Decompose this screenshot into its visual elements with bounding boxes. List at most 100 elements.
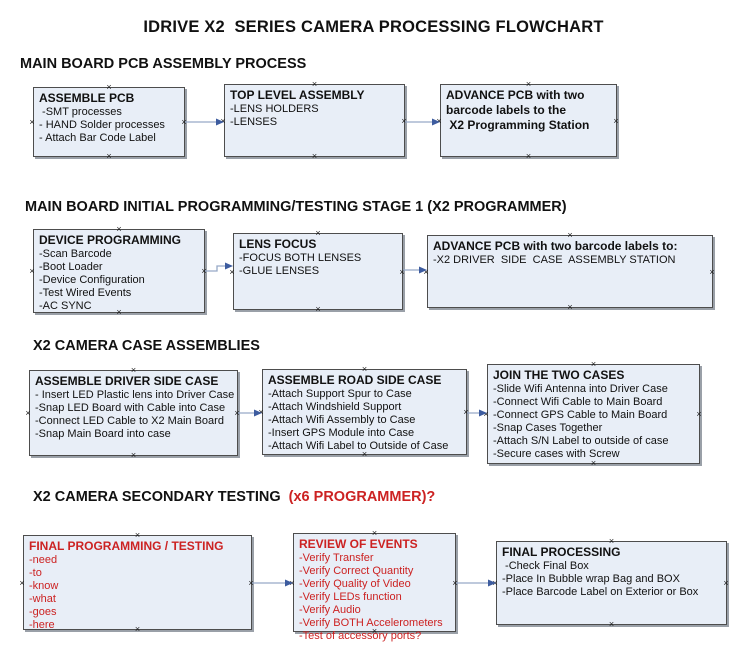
box-item: -Place Barcode Label on Exterior or Box [502, 586, 699, 598]
connector-handle-icon: × [709, 266, 715, 277]
section-heading-main-text: X2 CAMERA SECONDARY TESTING [33, 489, 285, 505]
connector-handle-icon: × [423, 266, 429, 277]
box-item: -GLUE LENSES [239, 265, 320, 277]
flow-box-final-programming-testing: × × × × FINAL PROGRAMMING / TESTING -nee… [19, 531, 254, 634]
connector-handle-icon: × [130, 450, 137, 460]
box-title: ASSEMBLE PCB [39, 91, 135, 105]
box-item: - Insert LED Plastic lens into Driver Ca… [35, 389, 235, 401]
box-item: -Verify Audio [299, 604, 361, 616]
box-item: -Snap Main Board into case [35, 428, 171, 440]
box-title: ADVANCE PCB with two barcode labels to t… [446, 88, 590, 132]
box-item: -SMT processes [39, 106, 122, 118]
flow-box-lens-focus: × × × × LENS FOCUS -FOCUS BOTH LENSES -G… [229, 229, 405, 314]
connector-handle-icon: × [525, 151, 532, 161]
connector-handle-icon: × [116, 307, 122, 317]
box-item: - HAND Solder processes [39, 119, 165, 131]
connector-handle-icon: × [311, 151, 318, 161]
flow-box-assemble-pcb: × × × × ASSEMBLE PCB -SMT processes - HA… [29, 83, 186, 161]
box-item: -Verify BOTH Accelerometers [299, 617, 443, 629]
box-item: -Boot Loader [39, 261, 103, 273]
connector-handle-icon: × [130, 365, 137, 375]
box-item: -Verify Transfer [299, 552, 374, 564]
box-item: -Snap LED Board with Cable into Case [35, 402, 226, 414]
box-item: -Verify Quality of Video [299, 578, 411, 590]
box-item: -Verify Correct Quantity [299, 565, 414, 577]
connector-handle-icon: × [452, 577, 458, 588]
connector-handle-icon: × [361, 364, 368, 374]
flow-box-final-processing: × × × × FINAL PROCESSING -Check Final Bo… [492, 537, 728, 629]
box-item: -Scan Barcode [39, 248, 112, 260]
connector-handle-icon: × [436, 115, 442, 126]
connector-handle-icon: × [483, 409, 489, 419]
connector-handle-icon: × [696, 409, 702, 419]
box-item: -Connect GPS Cable to Main Board [493, 409, 668, 421]
box-item: -LENS HOLDERS [230, 103, 319, 115]
connector-handle-icon: × [613, 115, 619, 126]
connector-handle-icon: × [25, 408, 31, 418]
box-item: -Snap Cases Together [493, 422, 603, 434]
connector-handle-icon: × [220, 115, 226, 126]
box-item: -goes [29, 606, 57, 618]
box-item: -here [29, 619, 55, 631]
connector-handle-icon: × [463, 407, 469, 417]
box-title: ASSEMBLE DRIVER SIDE CASE [35, 374, 219, 388]
box-title: FINAL PROCESSING [502, 545, 621, 559]
connector-handle-icon: × [116, 224, 122, 234]
connector-handle-icon: × [29, 117, 35, 127]
box-item: -Place In Bubble wrap Bag and BOX [502, 573, 680, 585]
connector-handle-icon: × [248, 577, 254, 588]
connector-handle-icon: × [201, 266, 207, 276]
connector-handle-icon: × [567, 230, 573, 240]
box-item: -Check Final Box [502, 560, 589, 572]
connector-handle-icon: × [608, 536, 615, 546]
section-heading-initial-programming: MAIN BOARD INITIAL PROGRAMMING/TESTING S… [25, 199, 567, 215]
flow-box-advance-pcb-programming-station: × × × × ADVANCE PCB with two barcode lab… [436, 80, 619, 161]
box-item: -X2 DRIVER SIDE CASE ASSEMBLY STATION [433, 254, 676, 266]
box-title: TOP LEVEL ASSEMBLY [230, 88, 365, 102]
connector-handle-icon: × [590, 458, 597, 468]
connector-handle-icon: × [229, 266, 235, 277]
box-title: JOIN THE TWO CASES [493, 368, 625, 382]
flow-box-join-the-two-cases: × × × × JOIN THE TWO CASES -Slide Wifi A… [483, 360, 702, 468]
connector-handle-icon: × [311, 79, 318, 89]
box-title: FINAL PROGRAMMING / TESTING [29, 539, 224, 553]
box-title: LENS FOCUS [239, 237, 317, 251]
box-item: -LENSES [230, 116, 278, 128]
box-item: -Secure cases with Screw [493, 448, 620, 460]
box-item: -Attach Windshield Support [268, 401, 402, 413]
connector-handle-icon: × [608, 619, 615, 629]
box-item: -Attach S/N Label to outside of case [493, 435, 669, 447]
box-title: ADVANCE PCB with two barcode labels to: [433, 239, 678, 253]
page-title: IDRIVE X2 SERIES CAMERA PROCESSING FLOWC… [143, 18, 604, 36]
connector-handle-icon: × [258, 407, 264, 417]
flow-box-review-of-events: × × × × REVIEW OF EVENTS -Verify Transfe… [289, 529, 458, 643]
section-heading-case-assemblies: X2 CAMERA CASE ASSEMBLIES [33, 338, 260, 354]
box-item: -Slide Wifi Antenna into Driver Case [493, 383, 668, 395]
connector-handle-icon: × [315, 304, 321, 314]
box-item: -Insert GPS Module into Case [268, 427, 415, 439]
connector-handle-icon: × [289, 577, 295, 588]
section-heading-secondary-testing: X2 CAMERA SECONDARY TESTING (x6 PROGRAMM… [33, 489, 435, 505]
connector-handle-icon: × [401, 115, 407, 126]
box-item: -AC SYNC [39, 300, 92, 312]
flow-arrow [456, 579, 496, 587]
box-title: REVIEW OF EVENTS [299, 537, 418, 551]
connector-handle-icon: × [106, 82, 112, 92]
connector-handle-icon: × [492, 578, 498, 588]
box-item: -FOCUS BOTH LENSES [239, 252, 362, 264]
box-title: ASSEMBLE ROAD SIDE CASE [268, 373, 442, 387]
connector-handle-icon: × [567, 302, 573, 312]
connector-handle-icon: × [590, 359, 597, 369]
connector-handle-icon: × [134, 624, 141, 634]
flow-box-assemble-road-side-case: × × × × ASSEMBLE ROAD SIDE CASE -Attach … [258, 365, 469, 459]
box-item: -need [29, 554, 58, 566]
flow-box-advance-pcb-driver-side-station: × × × × ADVANCE PCB with two barcode lab… [423, 231, 715, 312]
flow-box-assemble-driver-side-case: × × × × ASSEMBLE DRIVER SIDE CASE - Inse… [25, 366, 239, 460]
connector-handle-icon: × [399, 266, 405, 277]
flow-box-device-programming: × × × × DEVICE PROGRAMMING -Scan Barcode… [29, 225, 207, 317]
connector-handle-icon: × [361, 449, 368, 459]
connector-handle-icon: × [371, 626, 378, 636]
flow-box-top-level-assembly: × × × × TOP LEVEL ASSEMBLY -LENS HOLDERS… [220, 80, 407, 161]
box-item: -Attach Wifi Assembly to Case [268, 414, 416, 426]
